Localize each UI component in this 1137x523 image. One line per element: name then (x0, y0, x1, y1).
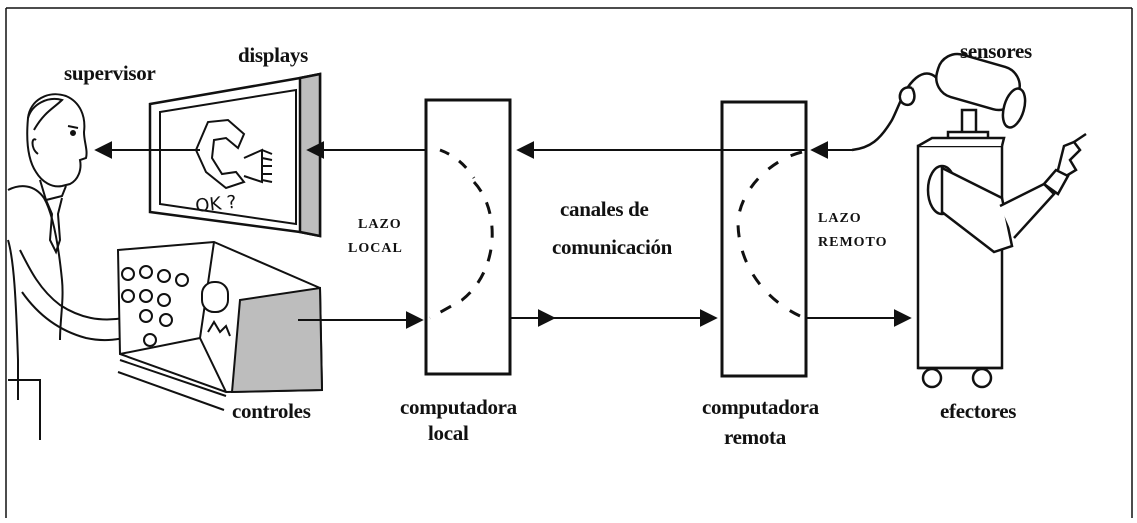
sensor-camera (852, 49, 1029, 150)
lazo-remoto-label-line1: LAZO (818, 211, 862, 226)
robot-effector (918, 134, 1086, 387)
lazo-local-label-line2: LOCAL (348, 241, 403, 256)
computadora-remota-label-line2: remota (724, 425, 787, 449)
remote-loop-arc (738, 152, 802, 316)
computadora-local-label-line2: local (428, 421, 469, 445)
sensores-label: sensores (960, 39, 1032, 63)
screen-ok-text: OK ? (194, 192, 237, 217)
supervisor-label: supervisor (64, 61, 156, 85)
lazo-local-label-line1: LAZO (358, 217, 402, 232)
controles-label: controles (232, 399, 311, 423)
local-loop-arc-top (440, 150, 474, 178)
remote-computer-box (722, 102, 806, 376)
local-loop-arc (430, 182, 492, 318)
efectores-label: efectores (940, 399, 1016, 423)
local-computer-box (426, 100, 510, 374)
displays-label: displays (238, 43, 308, 67)
canales-label-line2: comunicación (552, 235, 673, 259)
computadora-remota-label-line1: computadora (702, 395, 820, 419)
control-console (118, 242, 322, 410)
canales-label-line1: canales de (560, 197, 649, 221)
computadora-local-label-line1: computadora (400, 395, 518, 419)
lazo-remoto-label-line2: REMOTO (818, 235, 888, 250)
